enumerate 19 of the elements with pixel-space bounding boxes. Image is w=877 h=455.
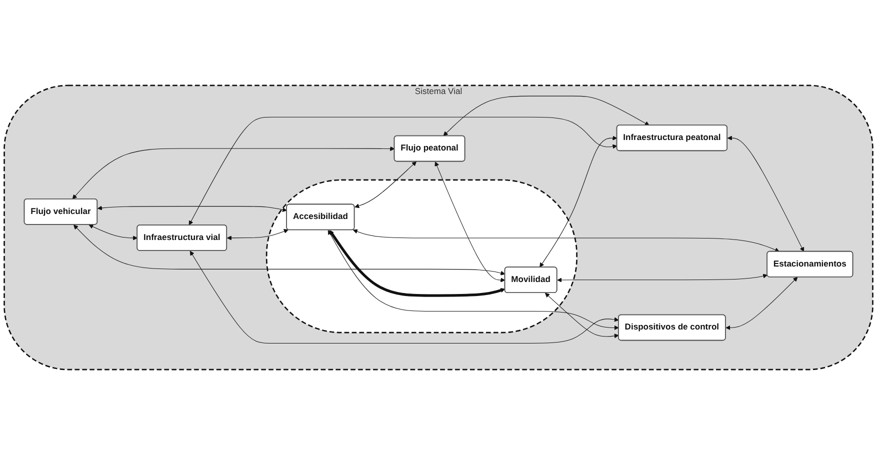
arrow [727,136,804,252]
arrow [328,230,619,330]
arrow [188,116,618,226]
arrow [434,162,506,282]
arrow [557,274,768,282]
arrow [352,229,780,252]
arrow [73,224,506,276]
arrow [354,161,417,208]
arrow [97,206,288,212]
arrow [726,276,798,330]
arrow [540,136,618,268]
arrow [226,229,288,240]
arrow [190,250,619,344]
arrow [443,96,650,136]
arrow [88,224,138,240]
arrow [329,230,506,297]
arrow [72,146,395,200]
cluster [266,179,578,334]
arrow [544,292,619,338]
